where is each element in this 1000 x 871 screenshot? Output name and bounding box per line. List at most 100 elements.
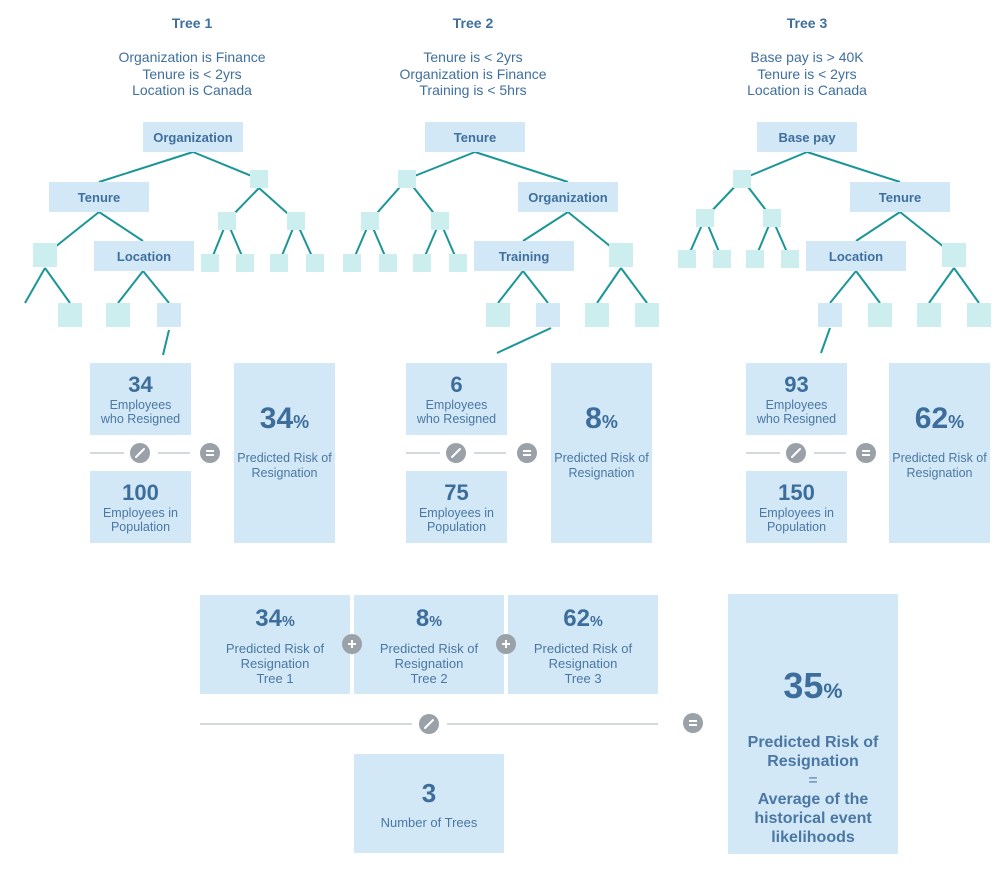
tree-1-population-box: 100 Employees in Population [90,471,191,543]
leaf-node [486,303,510,327]
tree-1-resigned-label: Employees who Resigned [100,397,181,427]
equals-icon [200,443,220,463]
divide-icon [419,714,439,734]
leaf-node [967,303,991,327]
branch-line [741,151,808,180]
tree-3-risk-value: 62 [914,402,949,435]
branch-line [24,267,46,304]
summary-tree-2-box: 8% Predicted Risk of Resignation Tree 2 [354,595,504,694]
tree-1-condition: Location is Canada [132,82,252,98]
branch-line [406,151,476,180]
branch-line [44,267,71,304]
leaf-node [343,254,361,272]
summary-tree-2-name: Tree 2 [410,670,448,686]
leaf-node [696,209,714,227]
tree-1-risk-box: 34% Predicted Risk of Resignation [234,363,335,543]
leaf-node [218,212,236,230]
tree-3-title: Tree 3 [786,15,828,31]
tree-3-population-label: Employees in Population [758,505,835,535]
tree-2-risk-box: 8% Predicted Risk of Resignation [551,363,652,543]
leaf-node [713,250,731,268]
leaf-node [250,170,268,188]
tree-3-resigned-count: 93 [784,371,809,397]
tree-3-population-box: 150 Employees in Population [746,471,847,543]
branch-line [855,211,901,242]
tree-3-population-count: 150 [778,479,815,505]
selected-leaf-node [157,303,181,327]
percent-sign: % [293,412,310,432]
leaf-node [635,303,659,327]
tree-3-level2-node: Location [806,241,906,271]
tree-1-root-node: Organization [143,122,243,152]
leaf-node [733,170,751,188]
plus-icon [496,634,516,654]
leaf-node [917,303,941,327]
tree-2-risk-label: Predicted Risk of Resignation [554,451,649,480]
branch-line [497,270,524,304]
summary-tree-3-label: Predicted Risk of Resignation [533,640,633,671]
branch-line [620,267,648,304]
percent-sign: % [429,613,443,630]
branch-line [98,151,194,183]
branch-line [117,270,144,304]
summary-tree-3-name: Tree 3 [564,670,602,686]
tree-2-condition: Training is < 5hrs [419,82,527,98]
leaf-node [585,303,609,327]
final-risk-explanation: Average of the historical event likeliho… [754,791,872,846]
divide-icon [130,443,150,463]
tree-1-resigned-count: 34 [128,371,153,397]
summary-tree-1-name: Tree 1 [256,670,294,686]
summary-tree-3-value: 62 [563,604,590,632]
tree-1-conditions: Organization is Finance Tenure is < 2yrs… [62,49,322,99]
leaf-node [236,254,254,272]
final-risk-equals: = [808,772,818,789]
tree-2-conditions: Tenure is < 2yrs Organization is Finance… [343,49,603,99]
tree-1-condition: Organization is Finance [118,49,266,65]
percent-sign: % [601,412,618,432]
tree-1-population-label: Employees in Population [102,505,179,535]
branch-line [474,151,569,183]
equals-icon [683,713,703,733]
leaf-node [106,303,130,327]
leaf-node [449,254,467,272]
branch-line [829,270,857,304]
tree-3-risk-box: 62% Predicted Risk of Resignation [889,363,990,543]
leaf-node [201,254,219,272]
tree-1-level1-node: Tenure [49,182,149,212]
summary-tree-2-value: 8 [415,604,430,632]
leaf-node [287,212,305,230]
leaf-node [746,250,764,268]
branch-line [192,151,260,180]
tree-2-resigned-box: 6 Employees who Resigned [406,363,507,435]
summary-tree-1-label: Predicted Risk of Resignation [225,640,325,671]
leaf-node [763,209,781,227]
leaf-node [781,250,799,268]
divide-icon [786,443,806,463]
tree-2-level2-node: Training [474,241,574,271]
tree-1-risk-value: 34 [259,402,294,435]
final-risk-box: 35% Predicted Risk of Resignation = Aver… [728,594,898,854]
equals-icon [517,443,537,463]
percent-sign: % [948,412,965,432]
tree-1-risk-label: Predicted Risk of Resignation [237,451,332,480]
tree-2-condition: Organization is Finance [399,65,547,82]
leaf-node [33,243,57,267]
percent-sign: % [823,678,843,703]
tree-3-resigned-label: Employees who Resigned [756,397,837,427]
leaf-node [270,254,288,272]
tree-2-title: Tree 2 [452,15,494,31]
tree-2-condition: Tenure is < 2yrs [423,49,523,65]
leaf-node [942,243,966,267]
leaf-node [306,254,324,272]
leaf-node [431,212,449,230]
leaf-node [58,303,82,327]
percent-sign: % [281,613,295,630]
selected-leaf-node [818,303,842,327]
summary-tree-1-value: 34 [255,604,282,632]
branch-line [820,327,831,354]
tree-2-root-node: Tenure [425,122,525,152]
branch-line [953,267,980,304]
leaf-node [678,250,696,268]
tree-1-level2-node: Location [94,241,194,271]
